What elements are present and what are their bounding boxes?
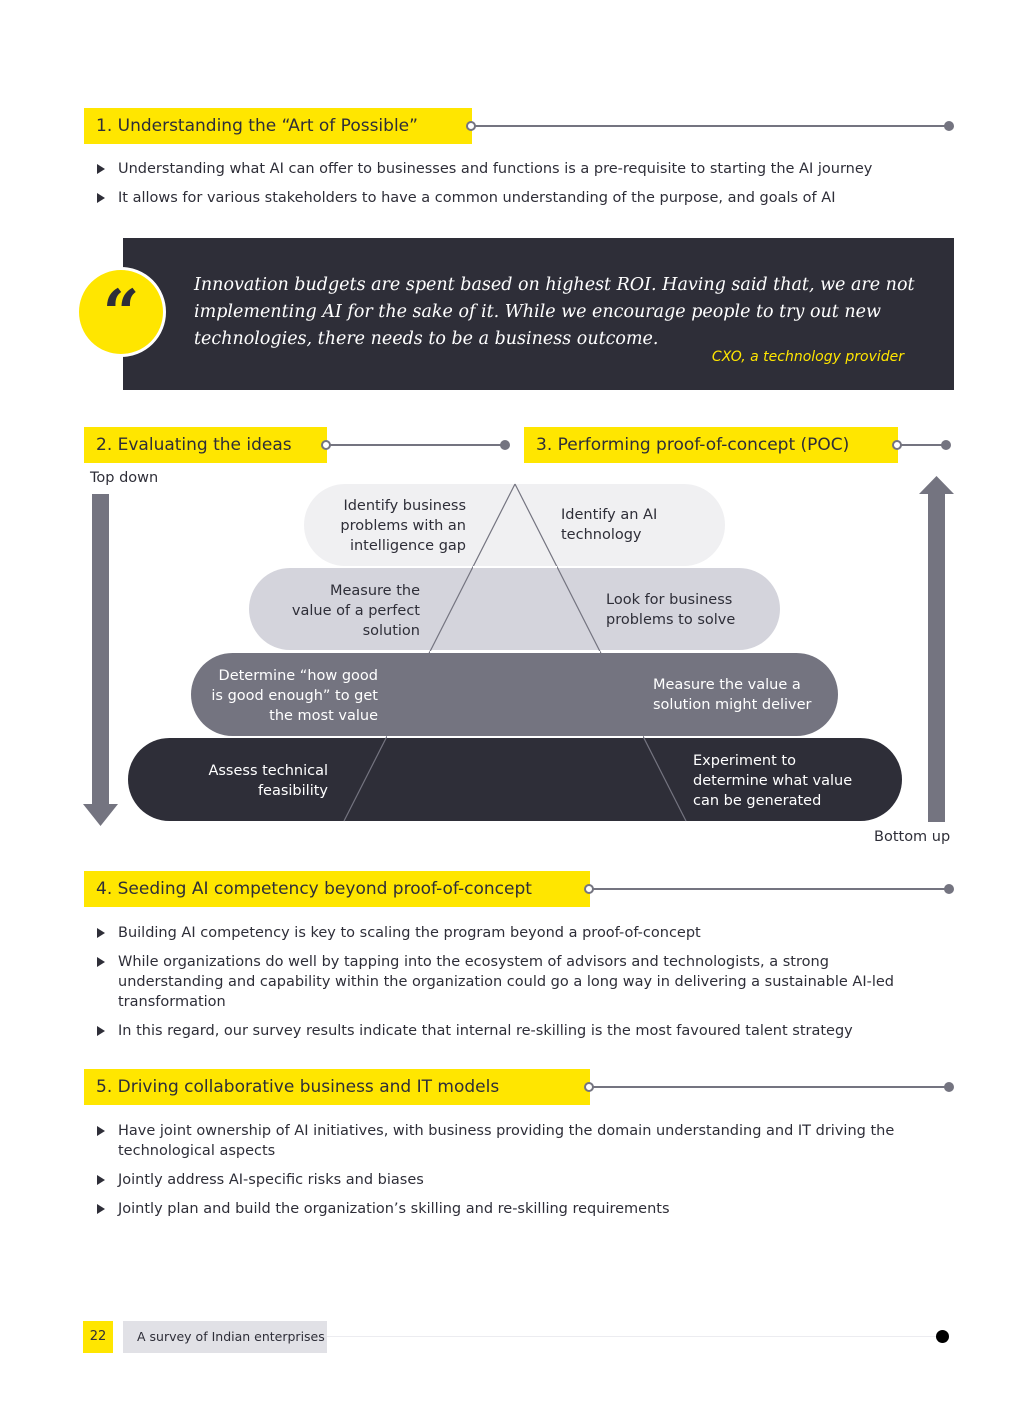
pyramid-level-3: [191, 653, 838, 736]
page-number: 22: [83, 1321, 113, 1353]
section-5-rule-start-dot: [584, 1082, 594, 1092]
list-item: Have joint ownership of AI initiatives, …: [84, 1121, 924, 1161]
bullet-arrow-icon: [97, 193, 105, 203]
section-5-rule-end-dot: [944, 1082, 954, 1092]
bullet-arrow-icon: [97, 1126, 105, 1136]
pyramid-level-4: [128, 738, 902, 821]
section-3-title: 3. Performing proof-of-concept (POC): [524, 427, 898, 463]
section-4-rule-start-dot: [584, 884, 594, 894]
level-1-left-text: Identify business problems with an intel…: [340, 498, 466, 554]
section-1-rule: [472, 125, 948, 127]
section-2-rule-end-dot: [500, 440, 510, 450]
list-item: Understanding what AI can offer to busin…: [84, 159, 954, 179]
bullet-arrow-icon: [97, 164, 105, 174]
level-3-right-text: Measure the value a solution might deliv…: [653, 677, 812, 713]
list-item: Jointly address AI-specific risks and bi…: [84, 1170, 924, 1190]
bullet-arrow-icon: [97, 928, 105, 938]
bullet-arrow-icon: [97, 1026, 105, 1036]
pyramid-level-2: [249, 568, 780, 650]
bullet-arrow-icon: [97, 957, 105, 967]
footer-dot-icon: [936, 1330, 949, 1343]
quote-circle: “: [76, 267, 166, 357]
quote-text: Innovation budgets are spent based on hi…: [194, 275, 915, 349]
level-1-right-text: Identify an AI technology: [561, 507, 658, 543]
section-2-title: 2. Evaluating the ideas: [84, 427, 327, 463]
level-2-left-text: Measure the value of a perfect solution: [291, 583, 420, 639]
quote-box: [123, 238, 954, 390]
bottom-up-arrow-icon: [919, 476, 954, 822]
quote-mark-icon: “: [102, 276, 140, 351]
list-item: While organizations do well by tapping i…: [84, 952, 924, 1012]
level-4-left-text: Assess technical feasibility: [208, 763, 328, 799]
level-4-right-text: Experiment to determine what value can b…: [693, 753, 853, 809]
bullet-arrow-icon: [97, 1175, 105, 1185]
list-item: It allows for various stakeholders to ha…: [84, 188, 954, 208]
section-5-bullets: Have joint ownership of AI initiatives, …: [84, 1121, 924, 1228]
section-4-title: 4. Seeding AI competency beyond proof-of…: [84, 871, 590, 907]
section-1-rule-start-dot: [466, 121, 476, 131]
bullet-arrow-icon: [97, 1204, 105, 1214]
list-item: In this regard, our survey results indic…: [84, 1021, 924, 1041]
section-5-title: 5. Driving collaborative business and IT…: [84, 1069, 590, 1105]
level-2-right-text: Look for business problems to solve: [606, 592, 736, 628]
section-1-title: 1. Understanding the “Art of Possible”: [84, 108, 472, 144]
section-4-rule: [590, 888, 948, 890]
bottom-up-label: Bottom up: [874, 829, 951, 845]
section-3-rule: [898, 444, 948, 446]
section-1-bullets: Understanding what AI can offer to busin…: [84, 159, 954, 217]
section-2-rule-start-dot: [321, 440, 331, 450]
section-1-rule-end-dot: [944, 121, 954, 131]
level-3-left-text: Determine “how good is good enough” to g…: [211, 668, 378, 724]
section-3-rule-start-dot: [892, 440, 902, 450]
quote-attribution: CXO, a technology provider: [711, 349, 904, 365]
footer-title: A survey of Indian enterprises: [123, 1321, 327, 1353]
section-5-rule: [590, 1086, 948, 1088]
list-item: Jointly plan and build the organization’…: [84, 1199, 924, 1219]
section-2-rule: [327, 444, 505, 446]
list-item: Building AI competency is key to scaling…: [84, 923, 924, 943]
top-down-arrow-icon: [83, 494, 118, 826]
section-4-bullets: Building AI competency is key to scaling…: [84, 923, 924, 1050]
top-down-label: Top down: [90, 470, 159, 486]
section-3-rule-end-dot: [941, 440, 951, 450]
section-4-rule-end-dot: [944, 884, 954, 894]
footer-rule: [327, 1336, 937, 1337]
pyramid-level-1: [304, 484, 725, 566]
